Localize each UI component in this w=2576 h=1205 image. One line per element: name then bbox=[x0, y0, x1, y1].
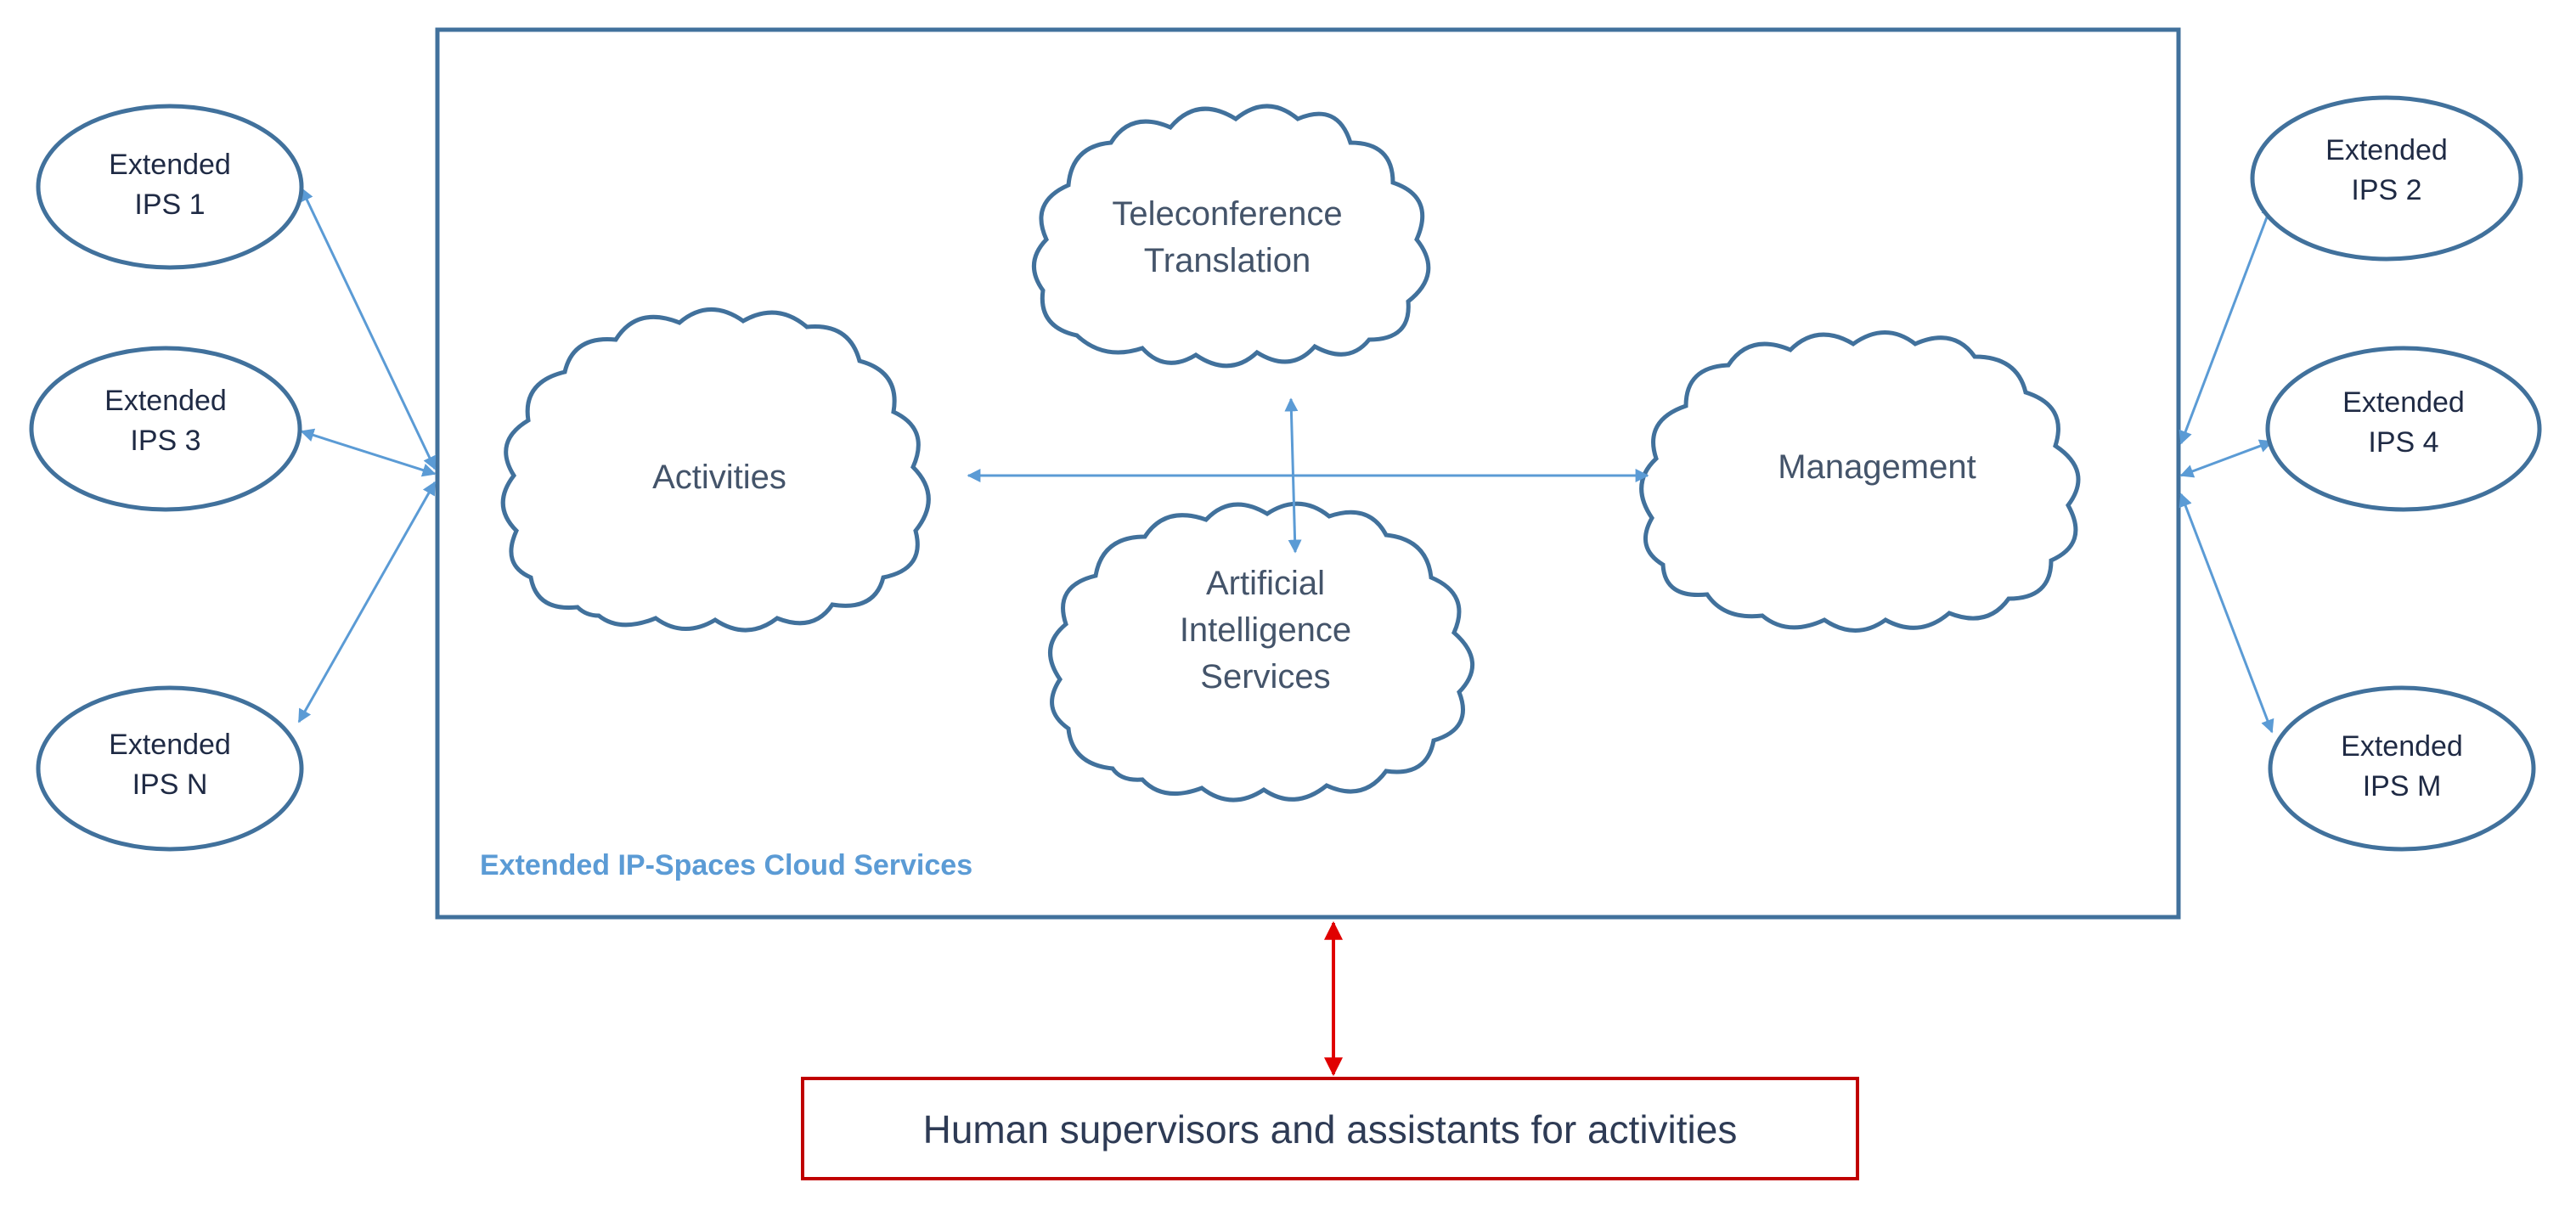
cloud-activities: Activities bbox=[500, 307, 931, 633]
human-supervisors-label: Human supervisors and assistants for act… bbox=[923, 1107, 1738, 1152]
cloud-teleconference-line2: Translation bbox=[1144, 242, 1311, 279]
node-ips3-line2: IPS 3 bbox=[130, 425, 200, 457]
node-ips2: Extended IPS 2 bbox=[2250, 95, 2523, 262]
node-ipsN: Extended IPS N bbox=[36, 685, 304, 852]
node-ips1-line2: IPS 1 bbox=[134, 189, 205, 221]
cloud-ai-line2: Intelligence bbox=[1180, 611, 1351, 649]
node-ips2-line2: IPS 2 bbox=[2351, 174, 2421, 206]
node-ips1-line1: Extended bbox=[109, 149, 231, 181]
node-ipsN-line1: Extended bbox=[109, 729, 231, 761]
node-ipsN-line2: IPS N bbox=[132, 769, 208, 801]
node-ips4-line2: IPS 4 bbox=[2368, 426, 2438, 459]
cloud-services-container bbox=[435, 27, 2181, 920]
human-supervisors-box: Human supervisors and assistants for act… bbox=[801, 1077, 1859, 1180]
connector-ips4 bbox=[2179, 439, 2274, 478]
cloud-teleconference-line1: Teleconference bbox=[1112, 195, 1342, 233]
node-ips4: Extended IPS 4 bbox=[2265, 346, 2542, 512]
cloud-ai-line3: Services bbox=[1200, 658, 1330, 695]
cloud-activities-label: Activities bbox=[652, 459, 786, 496]
node-ips2-line1: Extended bbox=[2325, 134, 2448, 166]
node-ips4-line1: Extended bbox=[2342, 386, 2465, 419]
cloud-management: Management bbox=[1639, 330, 2081, 633]
cloud-management-label: Management bbox=[1778, 448, 1976, 486]
node-ipsM: Extended IPS M bbox=[2268, 685, 2536, 852]
connector-ipsN bbox=[297, 481, 437, 724]
cloud-teleconference: Teleconference Translation bbox=[1031, 104, 1431, 369]
container-title: Extended IP-Spaces Cloud Services bbox=[480, 849, 972, 881]
connector-ipsM bbox=[2179, 493, 2274, 734]
connector-teleconference-ai bbox=[1284, 397, 1302, 554]
connector-ips2 bbox=[2179, 202, 2274, 445]
cloud-ai-services: Artificial Intelligence Services bbox=[1048, 501, 1474, 802]
cloud-ai-line1: Artificial bbox=[1206, 565, 1325, 602]
node-ipsM-line2: IPS M bbox=[2363, 770, 2442, 802]
node-ipsM-line1: Extended bbox=[2341, 730, 2463, 763]
connector-ips1 bbox=[300, 187, 437, 470]
node-ips3-line1: Extended bbox=[104, 385, 227, 417]
connector-ips3 bbox=[300, 428, 437, 477]
node-ips1: Extended IPS 1 bbox=[36, 104, 304, 270]
node-ips3: Extended IPS 3 bbox=[29, 346, 302, 512]
